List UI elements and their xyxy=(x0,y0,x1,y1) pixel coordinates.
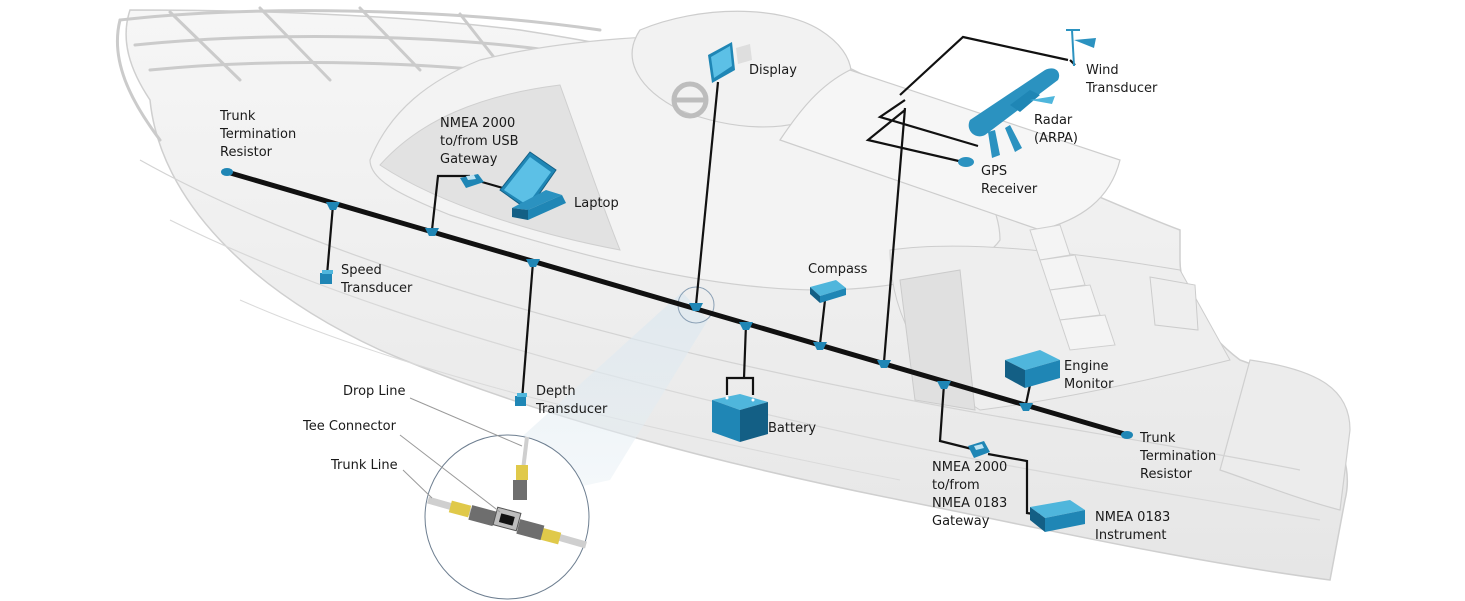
leader-trunk-line xyxy=(402,469,433,499)
compass-icon xyxy=(810,280,846,303)
tee-connector xyxy=(425,228,439,236)
leader-drop-line xyxy=(409,397,523,447)
inset-leader-lines xyxy=(399,397,523,513)
label-nmea0183-gateway: NMEA 2000 to/from NMEA 0183 Gateway xyxy=(932,460,1008,529)
inset-drop-cable xyxy=(521,436,529,471)
battery-icon xyxy=(712,394,768,442)
label-speed-transducer: Speed Transducer xyxy=(341,263,413,296)
trunk-resistor-right-icon xyxy=(1121,431,1133,439)
tee-connector xyxy=(813,342,827,350)
usb-gateway-icon xyxy=(460,174,484,188)
drop-engine xyxy=(1024,384,1032,405)
label-battery: Battery xyxy=(768,421,817,436)
drop-display xyxy=(694,81,720,306)
engine-monitor-icon xyxy=(1005,350,1060,388)
tee-connector xyxy=(689,303,703,311)
boat-illustration xyxy=(115,6,1351,581)
label-nmea0183-instrument: NMEA 0183 Instrument xyxy=(1095,510,1171,543)
tee-connector xyxy=(526,259,540,267)
leader-tee-connector xyxy=(399,434,501,513)
label-laptop: Laptop xyxy=(574,196,619,211)
hull-line xyxy=(139,159,1301,471)
inset-connector-drop xyxy=(516,465,528,480)
laptop-icon xyxy=(499,151,566,220)
label-wind-transducer: Wind Transducer xyxy=(1086,63,1158,96)
helm-wheel xyxy=(671,81,709,119)
label-trunk-resistor-left: Trunk Termination Resistor xyxy=(220,109,297,160)
bow-rail xyxy=(115,6,602,142)
nmea0183-gateway-icon xyxy=(968,441,990,458)
drop-speed xyxy=(325,204,335,276)
tee-connector xyxy=(739,322,753,330)
label-display: Display xyxy=(749,63,797,78)
drop-battery xyxy=(725,323,755,395)
drop-depth xyxy=(520,261,535,401)
hull-line xyxy=(169,219,1321,521)
tee-connector xyxy=(877,360,891,368)
label-radar: Radar (ARPA) xyxy=(1034,113,1078,146)
label-trunk-line: Trunk Line xyxy=(331,458,398,473)
inset-connector-left xyxy=(448,500,472,518)
inset-coupler xyxy=(468,505,497,527)
drop-lines xyxy=(325,35,1076,517)
swim-platform xyxy=(1219,359,1351,511)
label-engine-monitor: Engine Monitor xyxy=(1064,359,1114,392)
magnified-inset xyxy=(424,434,590,600)
label-trunk-resistor-right: Trunk Termination Resistor xyxy=(1140,431,1217,482)
inset-coupler xyxy=(516,519,545,541)
wind-transducer-icon xyxy=(1066,29,1096,67)
trunk-line xyxy=(224,169,1131,438)
tee-connector xyxy=(326,202,340,210)
depth-transducer-icon xyxy=(515,393,527,406)
label-gps-receiver: GPS Receiver xyxy=(981,164,1038,197)
speed-transducer-icon xyxy=(320,270,333,284)
drop-usb xyxy=(430,174,470,231)
label-drop-line: Drop Line xyxy=(343,384,406,399)
label-depth-transducer: Depth Transducer xyxy=(536,384,608,417)
radar-loop xyxy=(899,35,1069,96)
label-tee-connector: Tee Connector xyxy=(303,419,396,434)
transom-seat xyxy=(1149,276,1199,331)
radar-icon xyxy=(968,68,1060,158)
gps-loop xyxy=(865,99,979,164)
tee-connector xyxy=(937,381,951,389)
label-usb-gateway: NMEA 2000 to/from USB Gateway xyxy=(440,116,519,167)
inset-coupler xyxy=(513,480,527,500)
windscreen xyxy=(379,84,621,251)
nmea0183-instrument-icon xyxy=(1030,500,1085,532)
inset-tee-window xyxy=(498,513,515,526)
drop-compass xyxy=(818,299,827,345)
tee-connectors xyxy=(326,202,1033,411)
inset-connector-right xyxy=(538,527,562,545)
label-compass: Compass xyxy=(808,262,868,277)
gps-receiver-icon xyxy=(958,157,974,167)
tee-connector xyxy=(1019,403,1033,411)
display-icon xyxy=(708,42,752,83)
trunk-resistor-left-icon xyxy=(221,168,233,176)
cockpit-steps xyxy=(1029,224,1116,351)
drop-radar xyxy=(882,107,907,363)
